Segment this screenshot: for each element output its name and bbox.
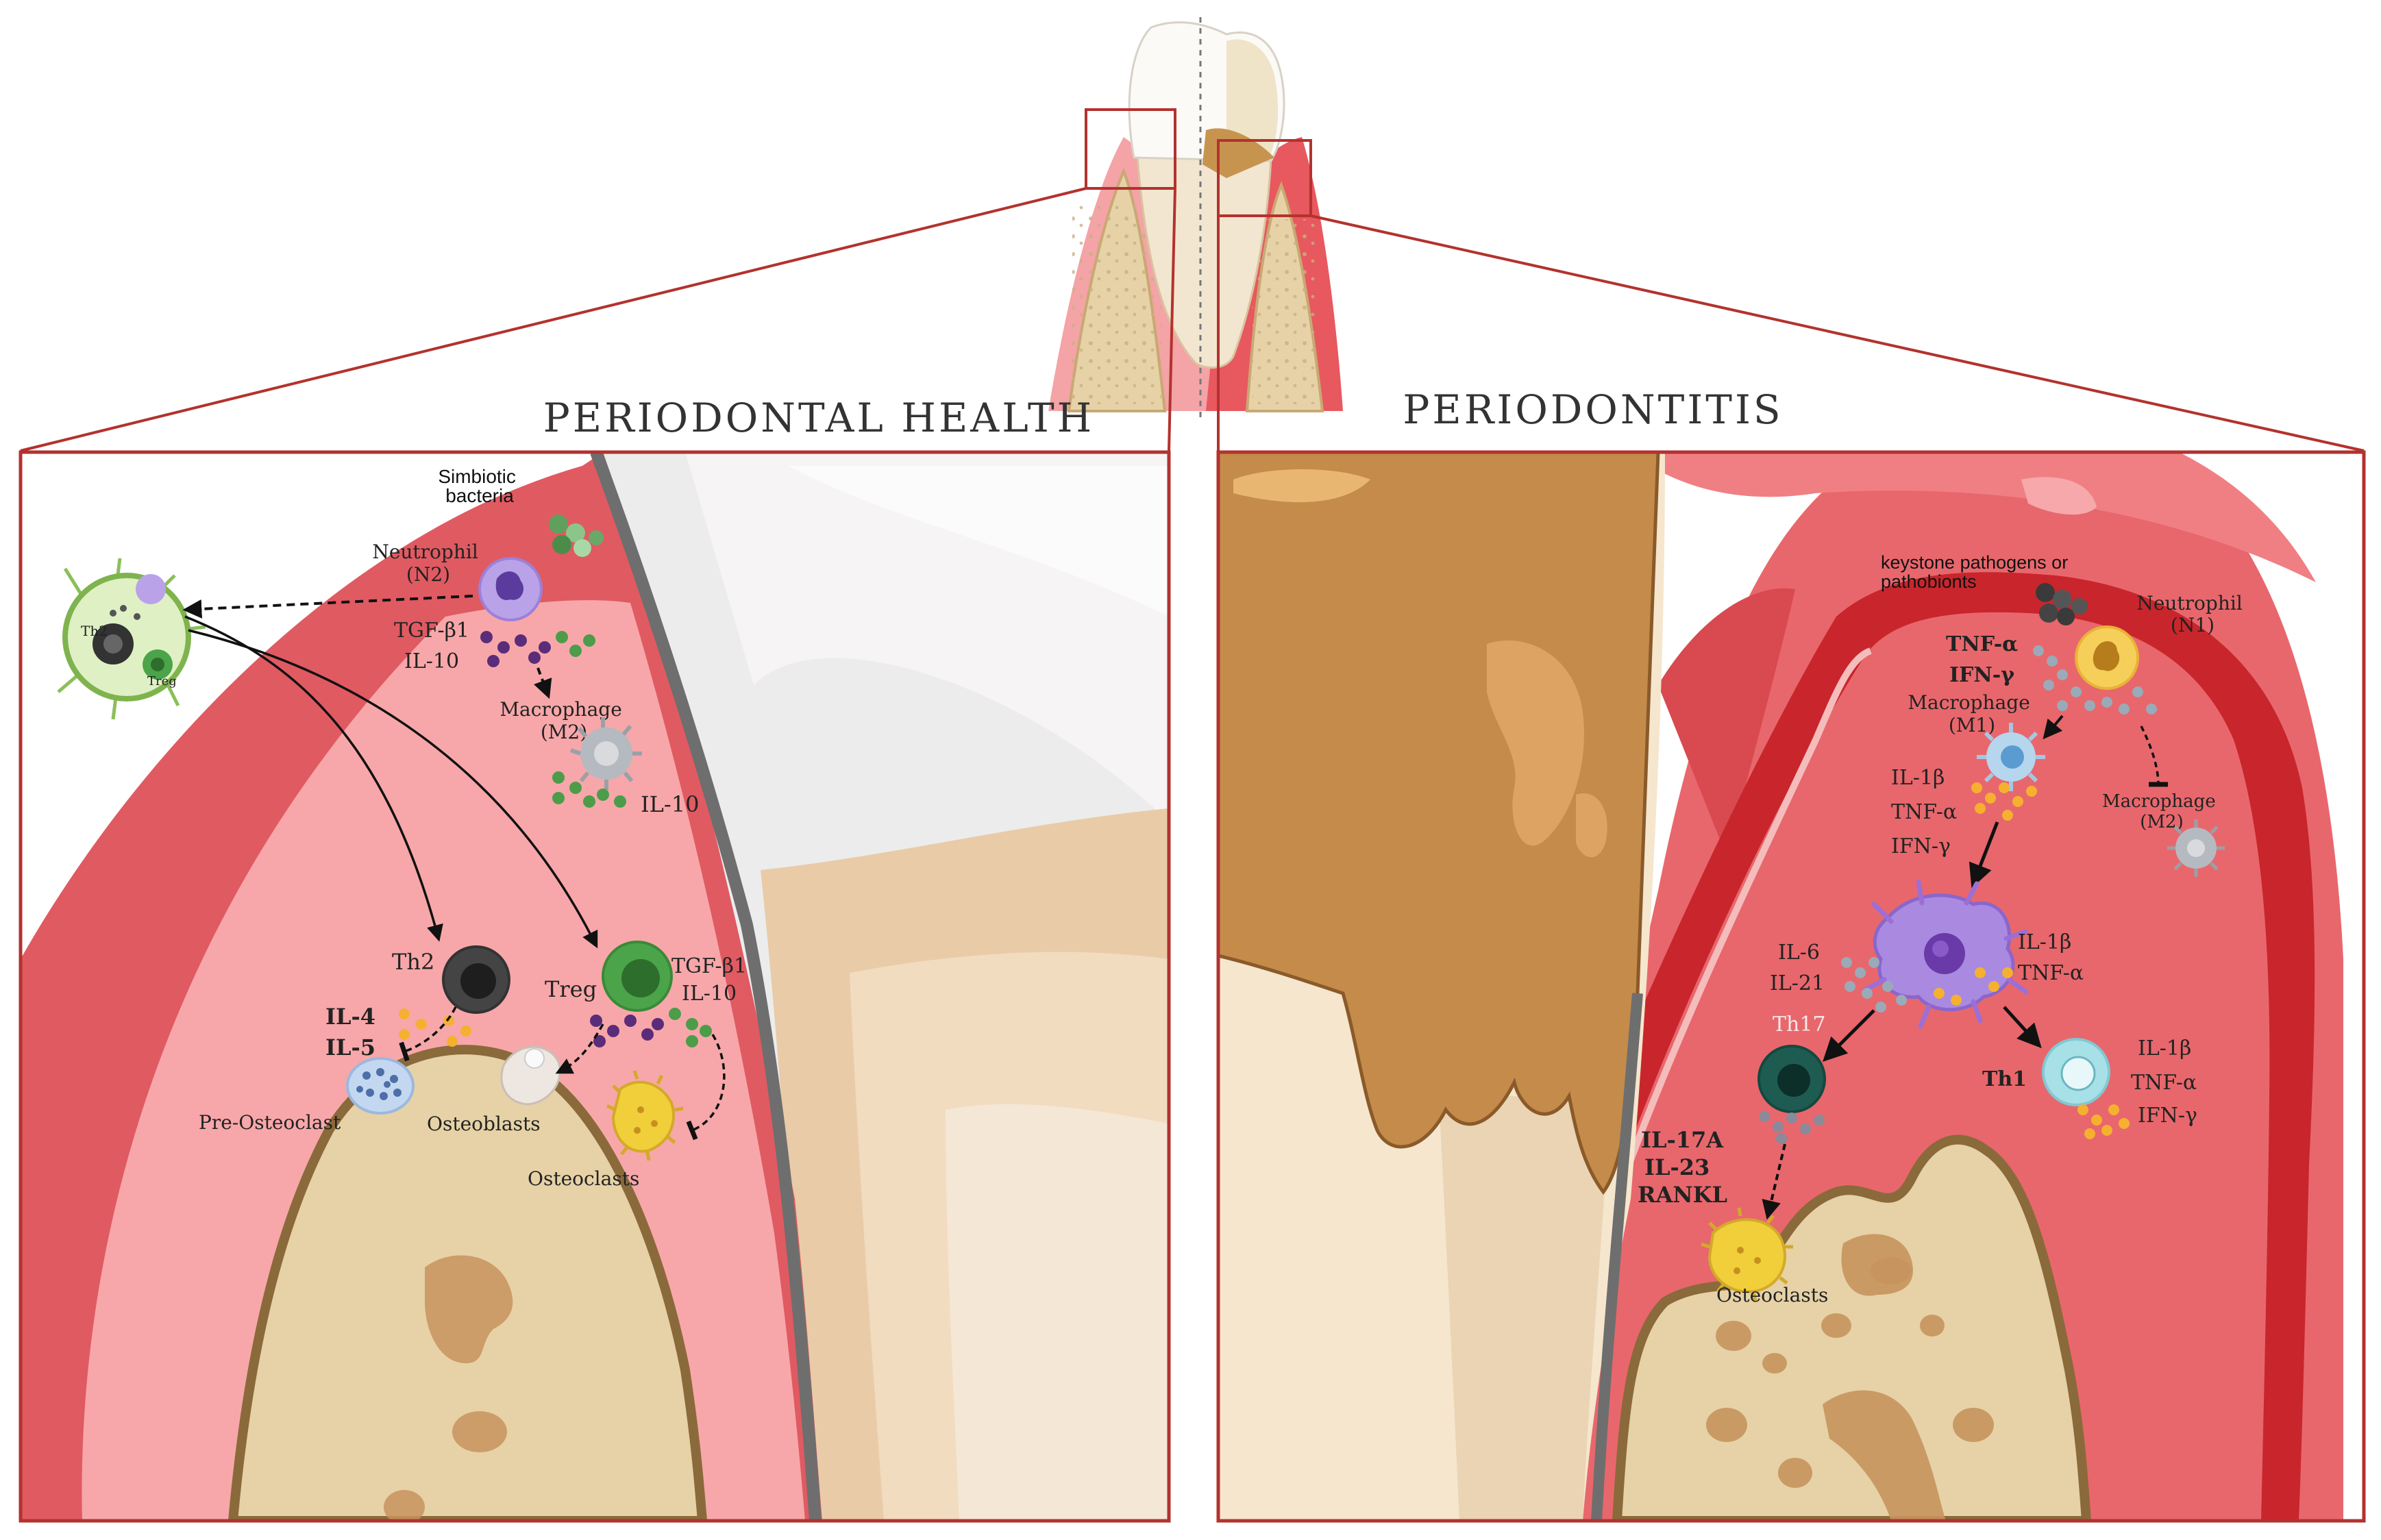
th2-cell [442,945,510,1014]
macrophage-m1-label: Macrophage (M1) [1908,691,2036,736]
il10-macrophage-label: IL-10 [641,791,699,817]
arrow-to-macrophage-m2 [534,667,552,699]
tnf-a-neutrophil-label: TNF-α [1946,632,2018,656]
dc-il1b-label: IL-1β [2018,930,2071,954]
osteoclasts-label-health: Osteoclasts [528,1167,639,1190]
osteoblast-cell [500,1045,561,1106]
arrow-dendritic-to-th17 [1823,1009,1875,1062]
inhibit-to-macrophage-m2 [2140,725,2169,787]
cytokines-th1 [2077,1104,2130,1139]
simbiotic-bacteria-cluster [549,514,604,557]
il5-label: IL-5 [325,1034,375,1060]
rankl-label: RANKL [1638,1182,1727,1208]
cytokines-treg [590,1008,712,1047]
arrow-lymph-to-treg [188,629,598,949]
il4-label: IL-4 [325,1004,375,1030]
cytokines-neutrophil-n1 [2033,645,2157,715]
treg-cell [602,941,673,1012]
m1-ifn-g-label: IFN-γ [1891,834,1951,858]
cytokines-dendritic-orange [1934,967,2013,1006]
macrophage-m1-cell [1977,723,2045,791]
neutrophil-n2-label: Neutrophil (N2) [372,541,484,586]
th2-label: Th2 [392,949,434,975]
m1-il1b-label: IL-1β [1891,766,1945,790]
lymph-th2-label: Th2 [81,623,108,639]
cytokines-macrophage [552,771,626,808]
dendritic-cell [1862,880,2029,1029]
title-periodontal-health: PERIODONTAL HEALTH [543,395,1095,441]
arrow-th17-to-osteoclast [1762,1143,1786,1220]
neutrophil-n2-cell [478,557,543,621]
th1-label: Th1 [1982,1067,2027,1091]
cytokines-th17 [1759,1111,1825,1144]
th1-ifn-g-label: IFN-γ [2138,1104,2197,1128]
il21-label: IL-21 [1770,971,1825,995]
inhibit-treg-to-osteoclasts [686,1034,726,1141]
cytokines-neutrophil [480,631,595,667]
osteoclast-cell-disease [1701,1207,1793,1302]
lymph-treg-label: Treg [147,674,177,688]
tooth-illustration [20,17,2365,452]
inhibit-th2-to-preosteoclast [399,1006,457,1062]
keystone-pathogens-label: keystone pathogens or pathobionts [1881,552,2073,592]
keystone-pathogens-cluster [2036,583,2088,625]
neutrophil-n1-label: Neutrophil (N1) [2136,592,2248,636]
cytokines-th2 [399,1008,471,1047]
th17-label: Th17 [1773,1013,1826,1036]
th1-cell [2042,1038,2110,1106]
arrow-dendritic-to-th1 [2003,1006,2042,1049]
simbiotic-bacteria-label: Simbiotic bacteria [438,466,521,506]
pre-osteoclast-label: Pre-Osteoclast [199,1111,341,1134]
osteoblasts-label: Osteoblasts [427,1113,541,1135]
ifn-g-neutrophil-label: IFN-γ [1949,663,2014,687]
treg-tgf-b1-label: TGF-β1 [671,954,747,978]
macrophage-m2-cell [569,717,642,790]
il17a-label: IL-17A [1641,1127,1724,1153]
health-panel [21,452,1169,1521]
macrophage-m2-disease-cell [2167,819,2225,877]
pre-osteoclast-cell [346,1057,415,1115]
periodontitis-frame [1216,450,2366,1523]
il10-label: IL-10 [404,649,459,673]
health-frame [18,450,1171,1523]
neutrophil-n1-cell [2075,625,2139,690]
arrow-neutrophil-to-lymph [182,595,473,619]
title-periodontitis: PERIODONTITIS [1403,386,1783,433]
th1-tnf-a-label: TNF-α [2131,1071,2197,1095]
th1-il1b-label: IL-1β [2138,1036,2191,1060]
cytokines-macrophage-m1 [1971,782,2037,821]
arrow-m1-to-dendritic [1969,821,1999,889]
il6-label: IL-6 [1778,941,1820,965]
arrow-lymph-to-th2 [184,615,443,942]
osteoclasts-label-disease: Osteoclasts [1716,1284,1828,1306]
tgf-b1-label: TGF-β1 [394,619,469,643]
m1-tnf-a-label: TNF-α [1891,800,1957,824]
treg-il10-label: IL-10 [682,982,737,1006]
il23-label: IL-23 [1644,1154,1710,1180]
treg-label: Treg [545,976,597,1002]
arrow-treg-to-osteoblasts [555,1023,604,1074]
dc-tnf-a-label: TNF-α [2018,961,2084,985]
arrow-to-macrophage-m1 [2043,715,2064,740]
macrophage-m2-disease-label: Macrophage (M2) [2102,791,2221,832]
lymph-node-icon: Th2 Treg [57,558,206,720]
th17-cell [1757,1045,1826,1113]
osteoclast-cell-health [606,1070,684,1161]
cytokines-dendritic-grey [1841,957,1907,1013]
